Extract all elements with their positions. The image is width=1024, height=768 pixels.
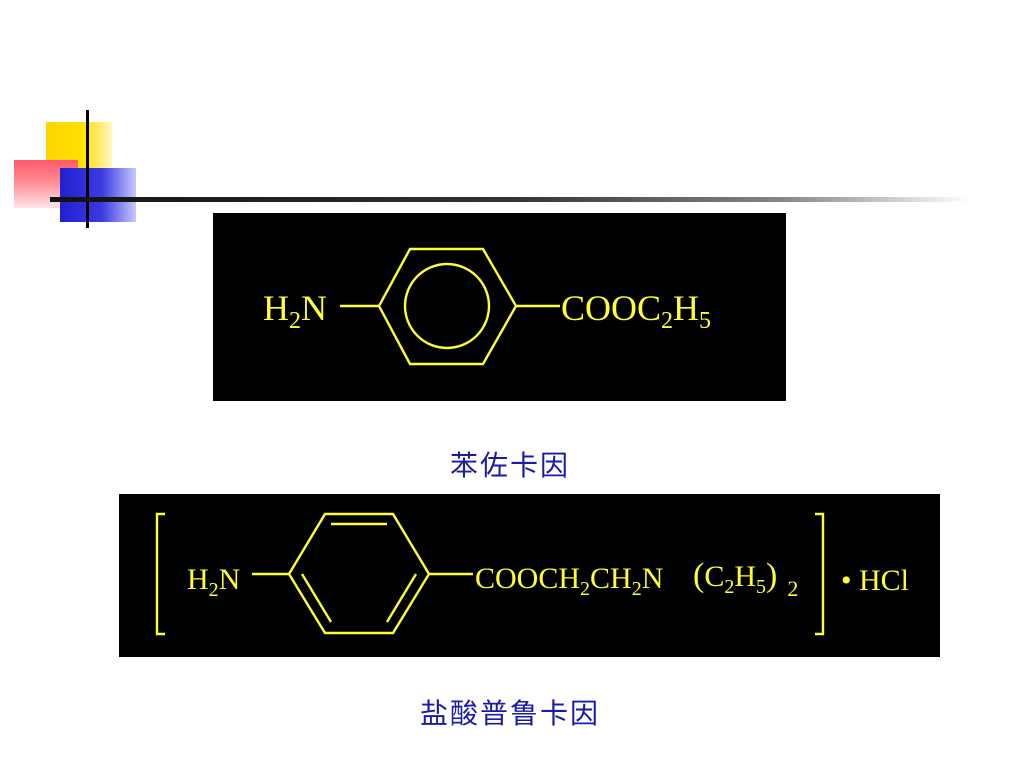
benzocaine-structure-box: H2N COOC2H5	[213, 213, 786, 401]
double-bond-right	[385, 573, 418, 623]
benzocaine-structure: H2N COOC2H5	[263, 247, 711, 366]
amine-group-label: H2N	[263, 288, 327, 334]
decor-vertical-rule	[86, 110, 89, 228]
left-bracket	[155, 512, 165, 636]
procaine-structure: H2N COOCH2CH2N (C2H5)2 • HCl	[155, 512, 909, 636]
aromatic-circle	[403, 262, 491, 350]
side-chain-label: COOCH2CH2N	[475, 562, 663, 600]
benzocaine-caption: 苯佐卡因	[449, 449, 570, 482]
benzene-ring	[377, 247, 518, 366]
benzene-ring	[287, 512, 431, 635]
ethyl-group-label: (C2H5)2	[693, 557, 798, 601]
double-bond-left	[300, 573, 333, 623]
ester-group-label: COOC2H5	[561, 288, 711, 334]
right-bracket	[815, 512, 825, 636]
decor-blue-square	[60, 168, 136, 222]
hydrochloride-label: • HCl	[841, 564, 909, 597]
procaine-hydrochloride-caption: 盐酸普鲁卡因	[419, 697, 600, 730]
procaine-structure-box: H2N COOCH2CH2N (C2H5)2 • HCl	[119, 494, 940, 657]
title-underline-rule	[50, 197, 970, 202]
amine-group-label: H2N	[187, 563, 240, 601]
